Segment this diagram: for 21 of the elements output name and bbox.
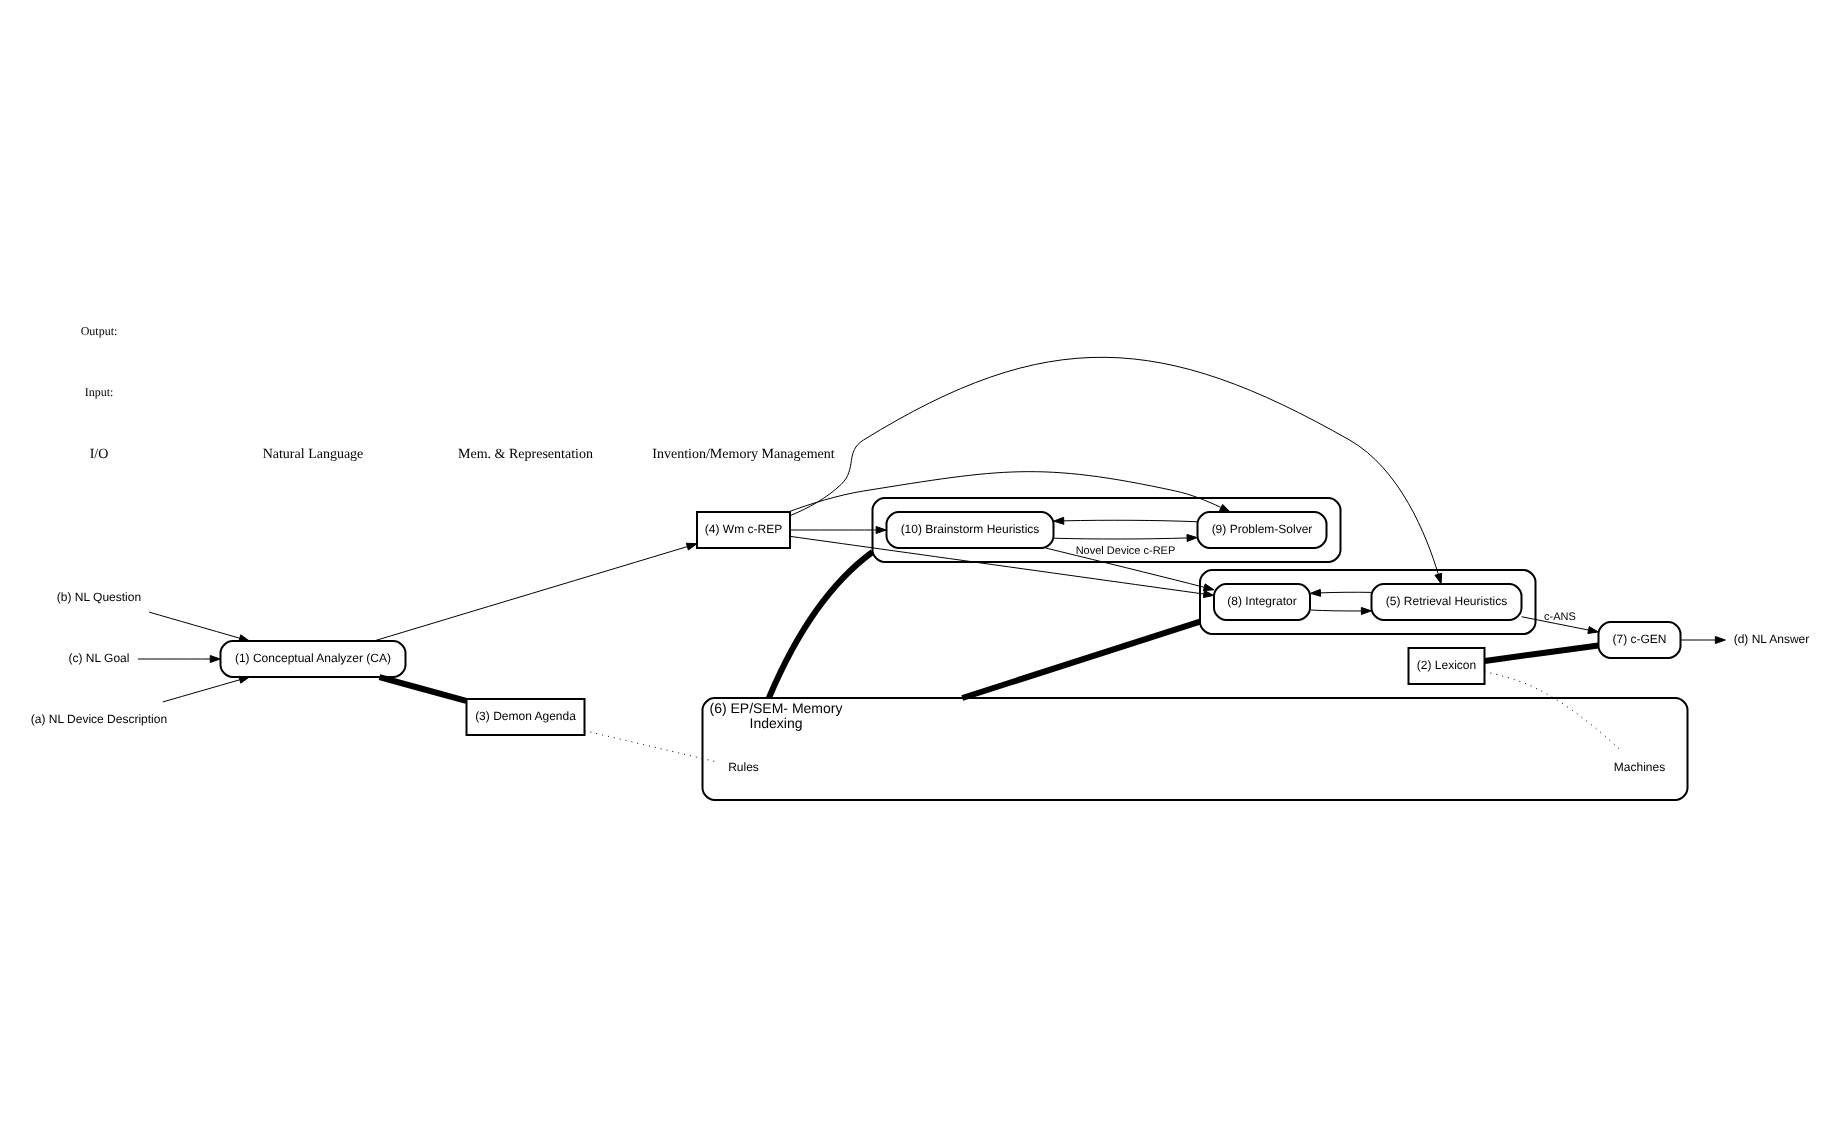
arrow [1680, 636, 1726, 644]
arrow [1309, 588, 1372, 597]
connector [1484, 642, 1599, 664]
arrow [148, 611, 250, 643]
arrow [1053, 533, 1198, 542]
arrow [373, 542, 698, 642]
arrow [162, 675, 250, 703]
arrow [1053, 516, 1198, 525]
connector [378, 674, 468, 704]
connector [584, 730, 717, 763]
arrow [1521, 616, 1599, 634]
arrow [137, 655, 221, 663]
arrow [787, 471, 1231, 513]
arrow [789, 535, 1215, 598]
connector [961, 618, 1201, 701]
connector [1484, 671, 1621, 751]
arrow [789, 356, 1443, 585]
connector [766, 549, 875, 700]
arrow [789, 526, 887, 534]
arrow [1045, 547, 1215, 592]
arrow [1309, 606, 1372, 615]
